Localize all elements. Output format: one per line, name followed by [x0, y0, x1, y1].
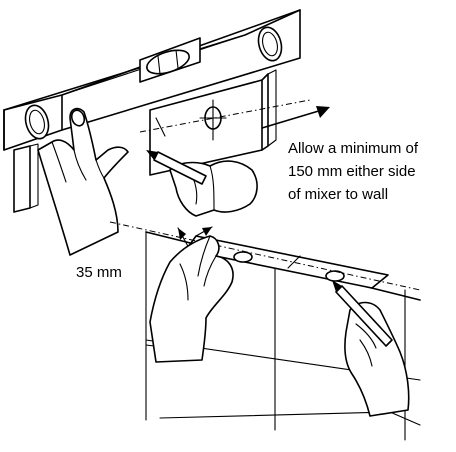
hand-icon — [149, 235, 234, 363]
hand-icon — [344, 301, 410, 417]
pencil-icon — [332, 280, 393, 347]
centre-line — [109, 221, 421, 291]
paper-template-icon — [185, 235, 389, 289]
top-scene — [3, 9, 330, 256]
hand-icon — [37, 107, 129, 256]
offset-label: 35 mm — [76, 264, 122, 281]
clearance-text-line-3: of mixer to wall — [288, 186, 388, 203]
arrow-icon — [261, 106, 330, 129]
level-support — [13, 143, 39, 213]
pencil-icon — [146, 150, 207, 185]
clearance-text-line-1: Allow a minimum of — [288, 140, 419, 157]
bottom-scene — [109, 221, 421, 441]
clearance-text-line-2: 150 mm either side — [288, 163, 416, 180]
hole-mark — [139, 99, 311, 141]
